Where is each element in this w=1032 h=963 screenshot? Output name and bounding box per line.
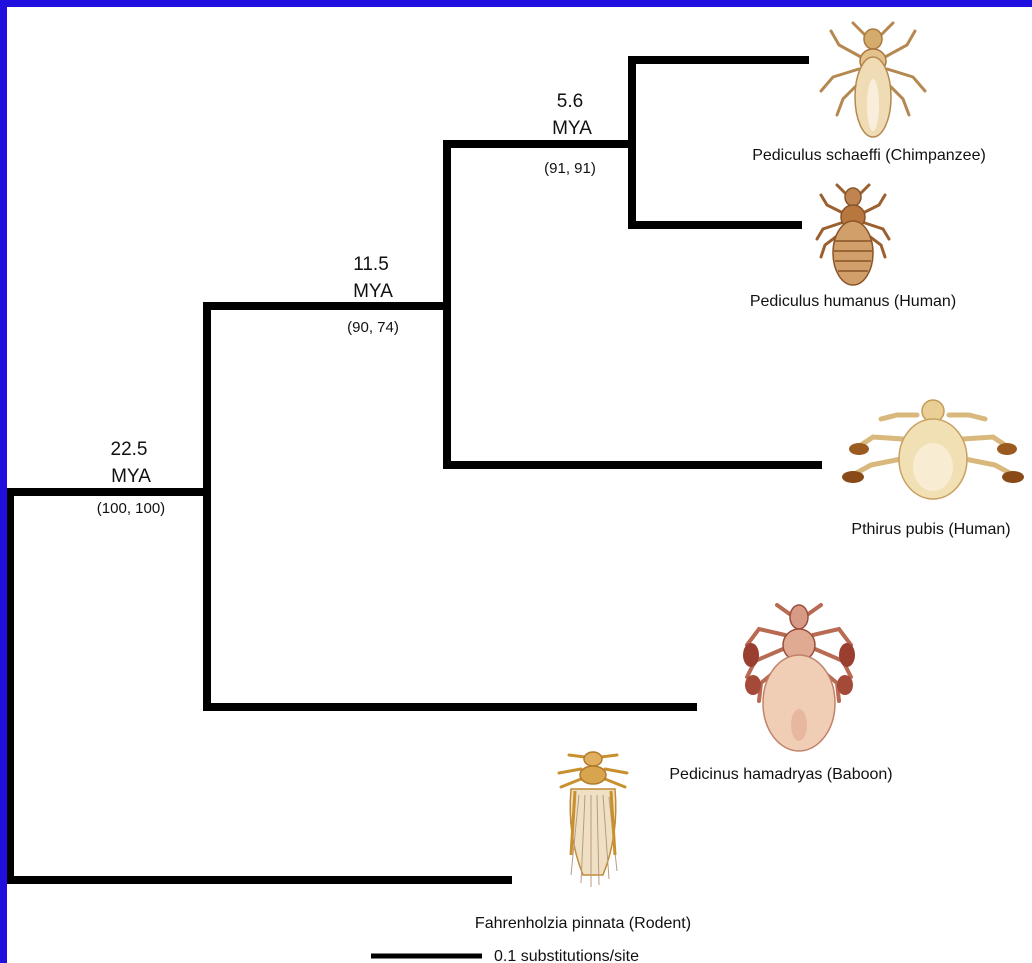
louse-illustration-schaeffi [821, 23, 925, 137]
taxon-label-humanus: Pediculus humanus (Human) [750, 293, 956, 310]
taxon-label-pinnata: Fahrenholzia pinnata (Rodent) [475, 915, 691, 932]
scale-bar: 0.1 substitutions/site [371, 948, 639, 963]
taxon-label-schaeffi: Pediculus schaeffi (Chimpanzee) [752, 147, 986, 164]
node-support: (90, 74) [347, 319, 399, 336]
node-age-unit: MYA [353, 281, 393, 302]
louse-illustration-pinnata [559, 752, 627, 887]
branch-n2 [207, 306, 697, 707]
taxon-labels: Pediculus schaeffi (Chimpanzee) Pediculu… [475, 147, 1011, 932]
node-age: 11.5 [353, 254, 389, 275]
phylogeny-figure: 22.5 MYA (100, 100) 11.5 MYA (90, 74) 5.… [7, 7, 1032, 963]
node-label-n2: 11.5 MYA (90, 74) [347, 254, 399, 336]
louse-illustration-pubis [842, 400, 1024, 499]
node-age-unit: MYA [552, 118, 592, 139]
node-label-n3: 5.6 MYA (91, 91) [544, 91, 596, 177]
scale-bar-label: 0.1 substitutions/site [494, 948, 639, 963]
louse-illustration-hamadryas [743, 605, 855, 751]
node-label-root: 22.5 MYA (100, 100) [97, 439, 165, 517]
node-age: 22.5 [111, 439, 148, 460]
branch-root [10, 492, 512, 880]
taxon-label-hamadryas: Pedicinus hamadryas (Baboon) [669, 766, 892, 783]
branch-pediculus [632, 60, 809, 225]
louse-illustration-humanus [817, 185, 889, 285]
phylogenetic-tree: 22.5 MYA (100, 100) 11.5 MYA (90, 74) 5.… [7, 7, 1032, 963]
node-age-unit: MYA [111, 466, 151, 487]
node-support: (91, 91) [544, 160, 596, 177]
node-age: 5.6 [557, 91, 583, 112]
taxon-label-pubis: Pthirus pubis (Human) [851, 521, 1010, 538]
node-support: (100, 100) [97, 500, 165, 517]
